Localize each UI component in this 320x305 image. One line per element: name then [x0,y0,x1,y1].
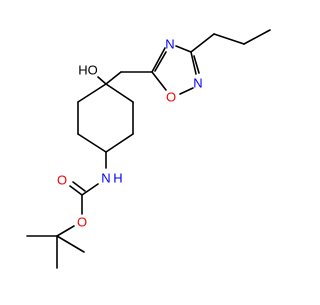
bond-ring-4 [77,133,107,153]
ring-n-right-label: N [193,76,202,91]
amine-h-label: H [113,171,122,186]
bond-c5-n4 [151,47,166,73]
bond-propyl-1 [190,33,215,53]
bond-n2-o1 [179,87,194,95]
bond-ring-6 [77,83,107,103]
hydroxyl-label: HO [78,63,98,78]
bond-ring-3 [105,133,134,153]
bond-c-ch2 [105,71,122,85]
bond-c5-n4-double [154,51,167,72]
bond-oester-cq [56,225,75,237]
bond-c3-n2-double [193,55,200,74]
bond-c-o-double-a [69,185,83,196]
bond-nh-carbonyl [81,183,99,196]
bond-ring-1 [105,83,134,103]
ring-o-label: O [166,90,176,105]
bond-propyl-3 [243,29,271,45]
molecule-svg: HO N O N N H O O [26,29,271,269]
bond-c3-n2 [190,51,197,75]
amine-n-label: N [101,171,110,186]
structure-diagram: HO N O N N H O O [26,29,271,269]
ester-o-label: O [77,215,87,230]
bond-lines [26,29,271,269]
bond-tbu-3 [56,235,85,253]
ring-n-top-label: N [165,37,174,52]
carbonyl-o-label: O [57,173,67,188]
bond-propyl-2 [213,33,245,45]
bond-c-o-double-b [72,181,86,192]
bond-c-oh [97,76,107,85]
bond-o1-c5 [151,71,167,91]
bond-n4-c3 [175,45,192,53]
atom-labels: HO N O N N H O O [57,37,203,230]
